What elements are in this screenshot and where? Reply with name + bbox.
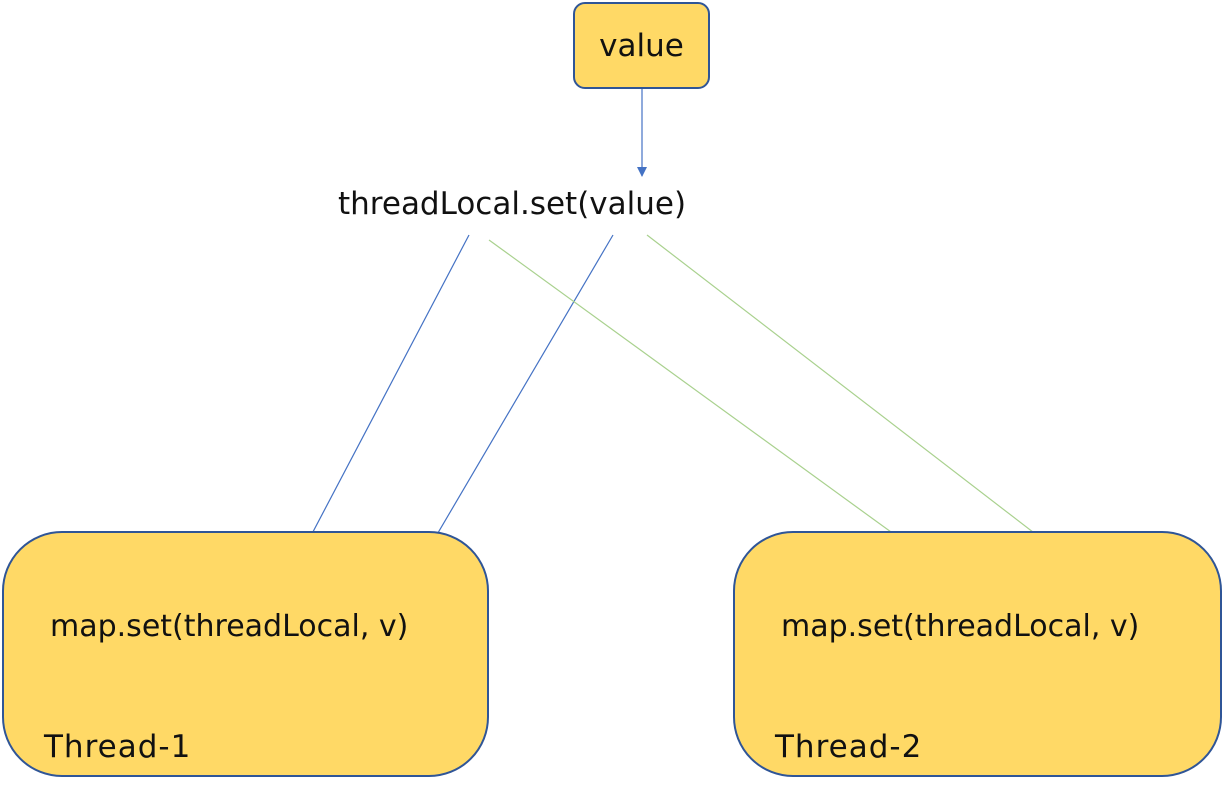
thread-local-set-label: threadLocal.set(value) [338, 186, 687, 222]
thread-2-name-label: Thread-2 [775, 729, 923, 765]
value-label: value [599, 27, 684, 64]
thread-1-map-set-label: map.set(threadLocal, v) [50, 609, 409, 644]
thread-1-name-label: Thread-1 [44, 729, 192, 765]
thread-2-map-set-label: map.set(threadLocal, v) [781, 609, 1140, 644]
thread-1-node: map.set(threadLocal, v) Thread-1 [2, 531, 489, 777]
value-node: value [573, 2, 710, 89]
thread-2-node: map.set(threadLocal, v) Thread-2 [733, 531, 1222, 777]
